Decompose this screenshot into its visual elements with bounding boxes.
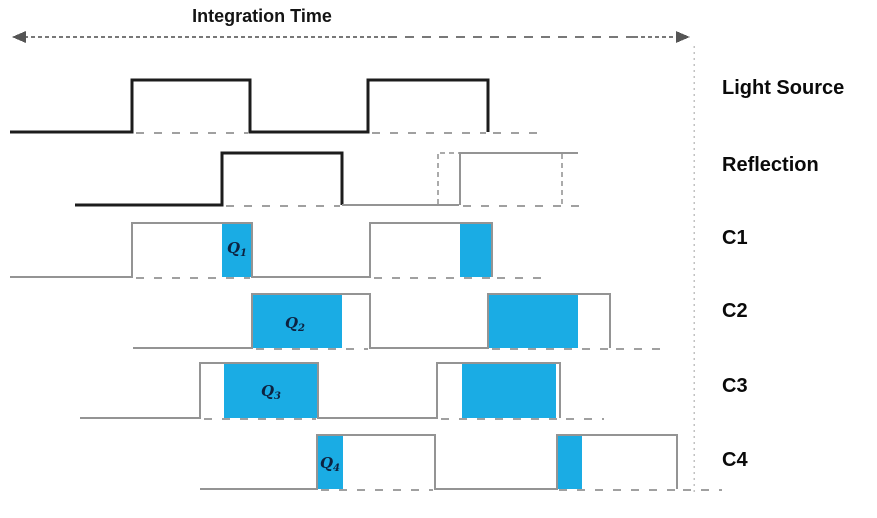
signal-label-c3: C3 <box>722 375 748 397</box>
c2-charge-fill-1 <box>252 294 342 348</box>
signal-label-c1: C1 <box>722 227 748 249</box>
c2-waveform-line-1 <box>133 293 611 349</box>
integration-arrow-left-head-icon <box>12 31 26 43</box>
signal-label-c4: C4 <box>722 449 748 471</box>
c1-charge-fill-2 <box>460 223 492 277</box>
reflection-waveform-line-1 <box>75 151 344 207</box>
c1-charge-fill-1 <box>222 223 252 277</box>
signal-label-light-source: Light Source <box>722 77 845 99</box>
reflection-waveform-line-3 <box>459 152 578 205</box>
integration-arrow-right-head-icon <box>676 31 690 43</box>
c4-waveform-line-1 <box>200 434 678 490</box>
c1-waveform-line-1 <box>10 222 493 278</box>
integration-time-title: Integration Time <box>192 6 332 26</box>
light-source-waveform-line-1 <box>10 78 490 134</box>
c4-charge-fill-1 <box>317 435 343 489</box>
c3-charge-fill-2 <box>462 363 556 418</box>
c3-charge-fill-1 <box>224 363 318 418</box>
c2-charge-fill-2 <box>488 294 578 348</box>
signal-label-c2: C2 <box>722 300 748 322</box>
c4-charge-fill-2 <box>557 435 582 489</box>
signal-label-reflection: Reflection <box>722 154 819 176</box>
c3-waveform-line-1 <box>80 362 561 419</box>
